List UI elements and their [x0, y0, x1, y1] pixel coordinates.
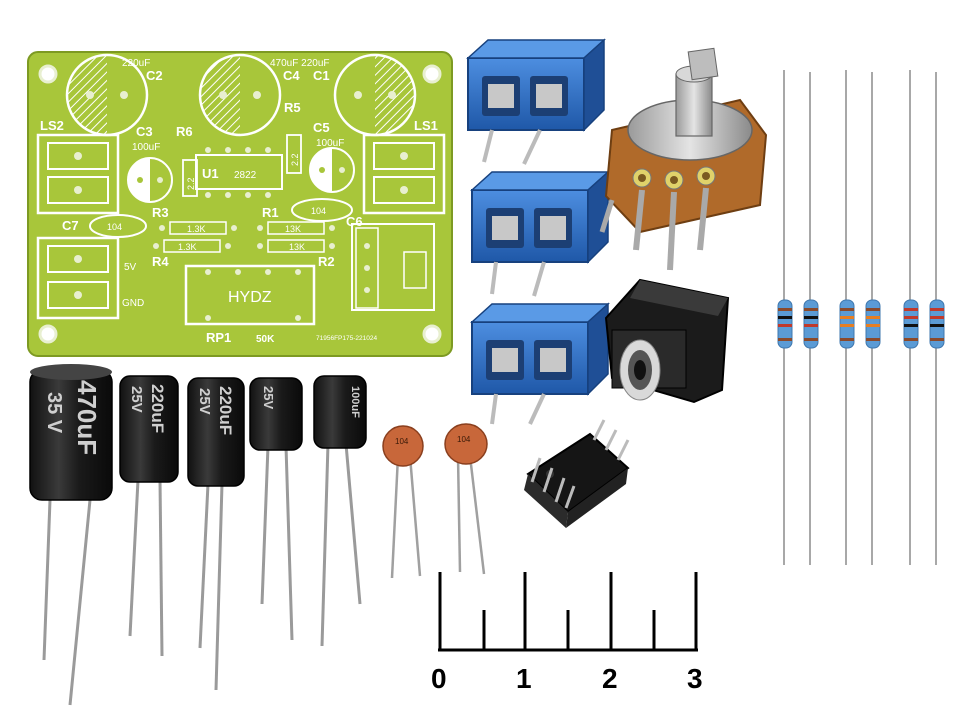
electrolytic-capacitor: 220uF 25V: [119, 375, 179, 657]
mount-hole: [38, 64, 58, 84]
potentiometer: [599, 47, 768, 271]
ruler-scale: 0 1 2 3: [431, 572, 703, 694]
terminal-block: [470, 302, 610, 425]
electrolytic-capacitor: 470uF 35 V: [29, 364, 113, 706]
footprint-jack: [351, 223, 435, 311]
scale-label-0: 0: [431, 663, 447, 694]
cap-value-5: 100uF: [349, 386, 361, 418]
label-r4: R4: [152, 254, 169, 269]
label-r3: R3: [152, 205, 169, 220]
pcb-board: 220uF C2 470uF 220uF C4 C1 R5 C3 R6 100u…: [27, 51, 453, 357]
electrolytic-capacitor: 220uF 25V: [187, 377, 245, 691]
label-u1: U1: [202, 166, 219, 181]
label-ls1: LS1: [414, 118, 438, 133]
label-r-vert-right: 2.2: [290, 153, 300, 166]
footprint-r-horizontal: [153, 221, 335, 253]
label-c2-val: 220uF: [122, 58, 150, 69]
cap-voltage-2: 25V: [128, 386, 145, 413]
label-u1-part: 2822: [234, 170, 257, 181]
resistor: [839, 70, 855, 565]
cap-value-3: 220uF: [216, 386, 235, 435]
label-c4: C4: [283, 68, 300, 83]
label-c7: C7: [62, 218, 79, 233]
label-c6-val: 104: [311, 206, 326, 216]
mount-hole: [422, 64, 442, 84]
terminal-block: [470, 170, 610, 297]
footprint-u1: [195, 147, 283, 198]
label-r2: R2: [318, 254, 335, 269]
label-res-d: 13K: [289, 242, 305, 252]
label-gnd: GND: [122, 298, 144, 309]
audio-jack: [604, 278, 730, 404]
label-hydz: HYDZ: [228, 289, 272, 306]
label-c3-val: 100uF: [132, 142, 160, 153]
label-rp1: RP1: [206, 330, 231, 345]
label-r5: R5: [284, 100, 301, 115]
ceramic-capacitor: 104: [444, 423, 488, 575]
mount-hole: [38, 324, 58, 344]
cap-value-1: 470uF: [72, 380, 102, 455]
dip8-chip: [524, 419, 630, 528]
footprint-c7: [89, 214, 147, 238]
label-res-b: 1.3K: [178, 242, 197, 252]
cap-voltage-1: 35 V: [43, 392, 65, 434]
footprint-c6: [291, 198, 353, 222]
label-c2: C2: [146, 68, 163, 83]
label-c3: C3: [136, 124, 153, 139]
label-r1: R1: [262, 205, 279, 220]
label-r6: R6: [176, 124, 193, 139]
footprint-ls1: [362, 133, 446, 215]
label-r-vert-left: 2.2: [186, 177, 196, 190]
footprint-power: [36, 236, 120, 320]
resistor: [903, 70, 919, 565]
ceramic-label-1: 104: [395, 437, 409, 446]
label-c6: C6: [346, 214, 363, 229]
footprint-c5: [309, 147, 355, 193]
electrolytic-capacitor: 100uF: [313, 375, 367, 647]
label-5v: 5V: [124, 262, 137, 273]
cap-voltage-4: 25V: [261, 386, 276, 409]
footprint-r-vert-right: [286, 134, 302, 174]
footprint-ls2: [36, 133, 120, 215]
footprint-c1: [333, 53, 417, 137]
scale-label-3: 3: [687, 663, 703, 694]
scale-label-2: 2: [602, 663, 618, 694]
footprint-rp1: [184, 264, 316, 326]
electrolytic-capacitor: 25V: [249, 377, 303, 641]
footprint-c4: [198, 53, 282, 137]
resistor: [777, 70, 793, 565]
mount-hole: [422, 324, 442, 344]
resistor: [803, 72, 819, 565]
ceramic-label-2: 104: [457, 435, 471, 444]
label-res-c: 13K: [285, 224, 301, 234]
cap-voltage-3: 25V: [196, 388, 213, 415]
label-c1: C1: [313, 68, 330, 83]
footprint-c3: [127, 157, 173, 203]
footprint-c2: [65, 53, 149, 137]
label-ls2: LS2: [40, 118, 64, 133]
label-res-a: 1.3K: [187, 224, 206, 234]
scale-label-1: 1: [516, 663, 532, 694]
resistor: [929, 72, 945, 565]
label-c7-val: 104: [107, 222, 122, 232]
label-c5-val: 100uF: [316, 138, 344, 149]
resistor: [865, 72, 881, 565]
terminal-block: [466, 38, 606, 165]
footprint-r-vert-left: [182, 159, 198, 197]
label-pot-val: 50K: [256, 334, 275, 345]
label-c4c1-vals: 470uF 220uF: [270, 58, 330, 69]
ceramic-capacitor: 104: [382, 425, 424, 579]
label-code: 71956FP175-221024: [316, 335, 377, 342]
label-c5: C5: [313, 120, 330, 135]
cap-value-2: 220uF: [148, 384, 167, 433]
